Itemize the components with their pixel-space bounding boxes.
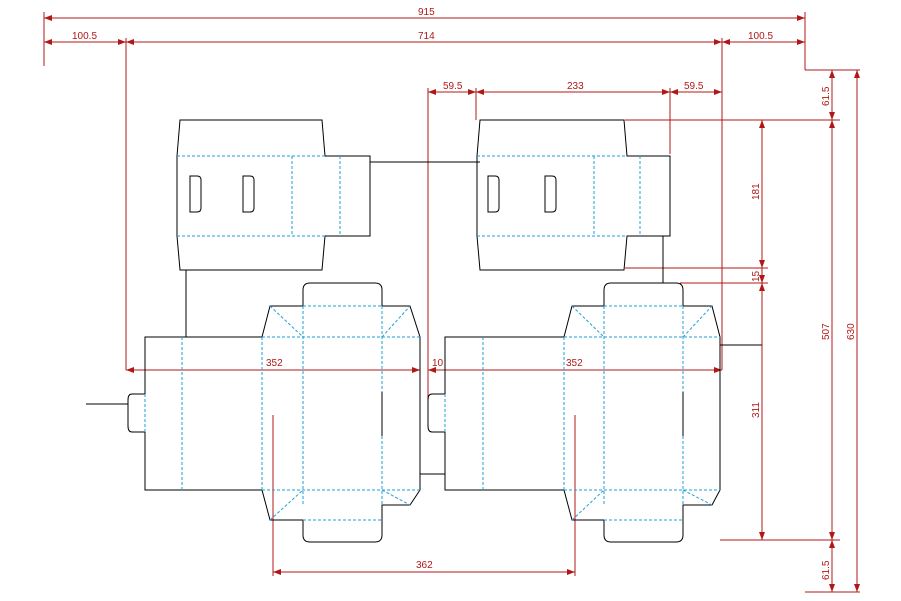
box-body-left	[127, 282, 421, 543]
dim-lid-width: 233	[567, 81, 584, 92]
dim-body-gap: 10	[432, 358, 444, 369]
dim-bottom-margin: 61.5	[821, 560, 832, 580]
dim-body-length-left: 352	[266, 358, 283, 369]
dimension-lines	[43, 12, 860, 593]
dim-lid-height: 181	[751, 183, 762, 200]
dim-inner-width: 714	[418, 31, 435, 42]
dim-lid-spacing: 15	[751, 270, 762, 282]
lid-right	[476, 119, 671, 271]
dim-overall-width: 915	[418, 7, 435, 18]
dim-lid-gap-right: 59.5	[684, 81, 704, 92]
dim-overall-height: 630	[846, 323, 857, 340]
dim-top-margin: 61.5	[821, 86, 832, 106]
dim-bottom-width: 362	[416, 560, 433, 571]
dim-box-height: 311	[751, 402, 762, 418]
dim-lid-gap-left: 59.5	[443, 81, 463, 92]
dimension-labels: 915 100.5 714 100.5 59.5 233 59.5 61.5 1…	[72, 7, 857, 580]
dim-body-length-right: 352	[566, 358, 583, 369]
box-body-right	[427, 282, 721, 543]
dim-left-margin: 100.5	[72, 31, 97, 42]
dim-inner-height: 507	[821, 323, 832, 340]
lid-left	[176, 119, 371, 271]
dim-right-margin: 100.5	[748, 31, 773, 42]
